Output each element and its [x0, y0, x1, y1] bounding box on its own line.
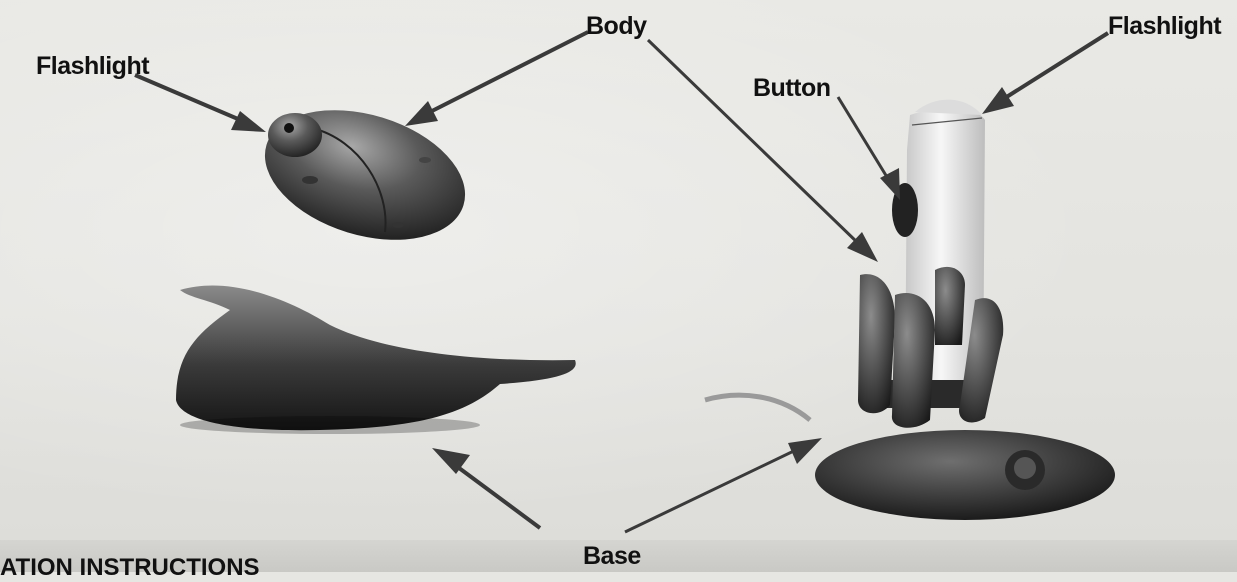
ladybug-body	[249, 88, 481, 263]
label-flashlight-right: Flashlight	[1108, 12, 1221, 41]
label-button: Button	[753, 74, 831, 103]
rocket-lamp	[705, 100, 1115, 520]
ladybug-base	[176, 285, 576, 434]
label-base: Base	[583, 542, 641, 571]
label-body: Body	[586, 12, 647, 41]
label-flashlight-left: Flashlight	[36, 52, 149, 81]
section-heading: ATION INSTRUCTIONS	[0, 554, 260, 582]
ladybug-head-flashlight	[268, 113, 322, 157]
